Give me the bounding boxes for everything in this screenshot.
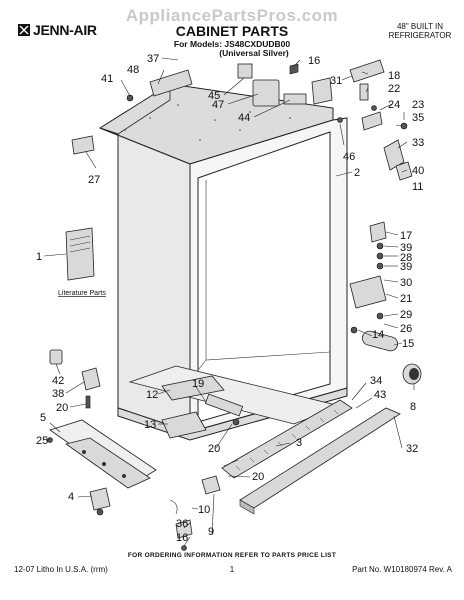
callout-48: 48 — [127, 64, 139, 76]
callout-9: 9 — [208, 526, 214, 538]
models-line: For Models: JS48CXDUDB00 — [174, 39, 290, 49]
callout-2: 2 — [354, 167, 360, 179]
callout-44: 44 — [238, 112, 250, 124]
footer-litho: 12-07 Litho In U.S.A. (rrm) — [14, 565, 108, 574]
callout-22: 22 — [388, 83, 400, 95]
callout-16-top: 16 — [308, 55, 320, 67]
footer-page-number: 1 — [230, 565, 235, 574]
callout-39-a: 39 — [400, 242, 412, 254]
watermark: AppliancePartsPros.com — [126, 6, 338, 25]
right-hinge-assembly — [349, 221, 422, 385]
callout-17: 17 — [400, 230, 412, 242]
callout-27: 27 — [88, 174, 100, 186]
callout-21: 21 — [400, 293, 412, 305]
footer-part-number: Part No. W10180974 Rev. A — [352, 565, 453, 574]
callout-34: 34 — [370, 375, 382, 387]
callout-1: 1 — [36, 251, 42, 263]
callout-20-bottom: 20 — [252, 471, 264, 483]
callout-47: 47 — [212, 99, 224, 111]
product-line-1: 48" BUILT IN — [397, 22, 443, 31]
callout-31: 31 — [330, 75, 342, 87]
model-variant: (Universal Silver) — [219, 48, 289, 58]
product-line-2: REFRIGERATOR — [389, 31, 452, 40]
callout-38: 38 — [52, 388, 64, 400]
callout-3: 3 — [296, 437, 302, 449]
callout-30: 30 — [400, 277, 412, 289]
callout-41: 41 — [101, 73, 113, 85]
callout-11: 11 — [412, 181, 423, 193]
callout-40: 40 — [412, 165, 424, 177]
left-side-parts — [49, 135, 101, 409]
callout-29: 29 — [400, 309, 412, 321]
bottom-assembly — [47, 365, 401, 551]
callout-20-mid: 20 — [208, 443, 220, 455]
callout-39-b: 39 — [400, 261, 412, 273]
callout-8: 8 — [410, 401, 416, 413]
callout-35: 35 — [412, 112, 424, 124]
callout-19: 19 — [192, 378, 204, 390]
callout-32: 32 — [406, 443, 418, 455]
callout-33: 33 — [412, 137, 424, 149]
callout-labels: 37 16 48 41 45 47 44 31 18 22 24 23 35 3… — [36, 53, 424, 544]
brand-logo: JENN-AIR — [18, 22, 97, 38]
callout-24: 24 — [388, 99, 400, 111]
callout-13: 13 — [144, 419, 156, 431]
callout-42: 42 — [52, 375, 64, 387]
svg-text:JENN-AIR: JENN-AIR — [33, 22, 97, 38]
callout-18: 18 — [388, 70, 400, 82]
callout-37: 37 — [147, 53, 159, 65]
callout-26: 26 — [400, 323, 412, 335]
callout-15: 15 — [402, 338, 414, 350]
callout-5: 5 — [40, 412, 46, 424]
callout-36: 36 — [176, 518, 188, 530]
callout-10: 10 — [198, 504, 210, 516]
literature-label: Literature Parts — [58, 290, 106, 297]
callout-28: 28 — [400, 252, 412, 264]
callout-23: 23 — [412, 99, 424, 111]
callout-45: 45 — [208, 90, 220, 102]
callout-4: 4 — [68, 491, 74, 503]
callout-20-left: 20 — [56, 402, 68, 414]
ordering-note: FOR ORDERING INFORMATION REFER TO PARTS … — [128, 552, 336, 559]
callout-16-bottom: 16 — [176, 532, 188, 544]
callout-12: 12 — [146, 389, 158, 401]
callout-25: 25 — [36, 435, 48, 447]
callout-14: 14 — [372, 329, 384, 341]
callout-43: 43 — [374, 389, 386, 401]
callout-46: 46 — [343, 151, 355, 163]
page-title: CABINET PARTS — [176, 23, 289, 39]
leader-lines — [43, 57, 415, 547]
